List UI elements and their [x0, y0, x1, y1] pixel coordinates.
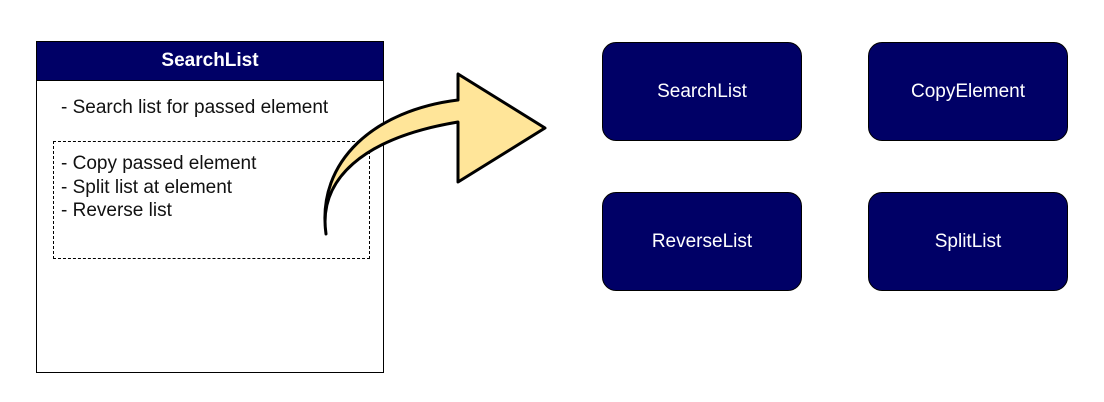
method-search-list: - Search list for passed element [61, 97, 329, 118]
class-box-splitlist: SplitList [868, 192, 1068, 291]
extracted-methods-group [53, 141, 370, 259]
class-box-reverselist: ReverseList [602, 192, 802, 291]
source-class-title: SearchList [37, 42, 383, 81]
method-reverse-list: - Reverse list [61, 200, 172, 221]
class-box-copyelement: CopyElement [868, 42, 1068, 141]
method-split-list: - Split list at element [61, 177, 233, 198]
class-box-searchlist: SearchList [602, 42, 802, 141]
method-copy-element: - Copy passed element [61, 153, 257, 174]
